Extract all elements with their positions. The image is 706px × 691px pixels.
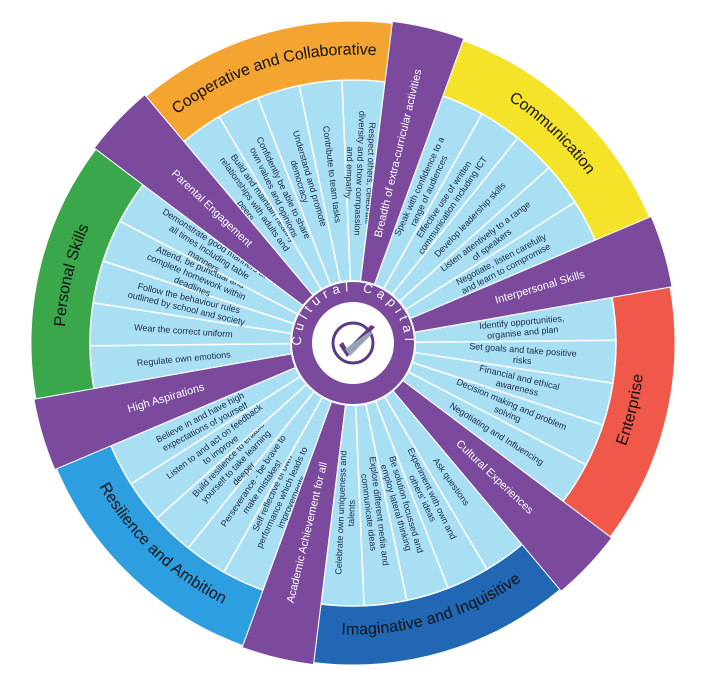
checkmark-logo-icon <box>331 321 375 365</box>
skill-item: Celebrate own uniqueness andtalents <box>333 450 358 575</box>
